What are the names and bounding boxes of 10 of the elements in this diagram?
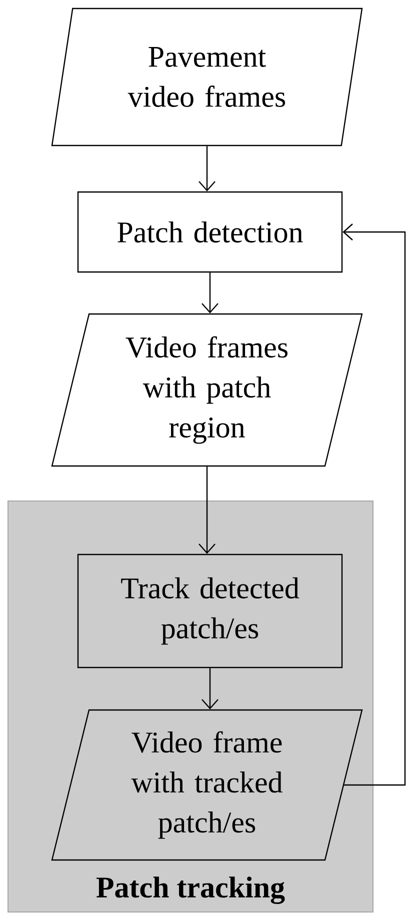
arrow: [202, 272, 218, 314]
arrow: [198, 466, 216, 554]
arrow: [202, 668, 218, 710]
data-parallelogram: Video frames with patch region: [51, 313, 363, 467]
data-parallelogram: Video frame with tracked patch/es: [51, 709, 363, 861]
process-box: Track detected patch/es: [77, 554, 343, 668]
process-box: Patch detection: [77, 191, 343, 273]
data-parallelogram: Pavement video frames: [51, 8, 363, 146]
arrow: [342, 224, 406, 786]
arrow: [198, 146, 216, 192]
